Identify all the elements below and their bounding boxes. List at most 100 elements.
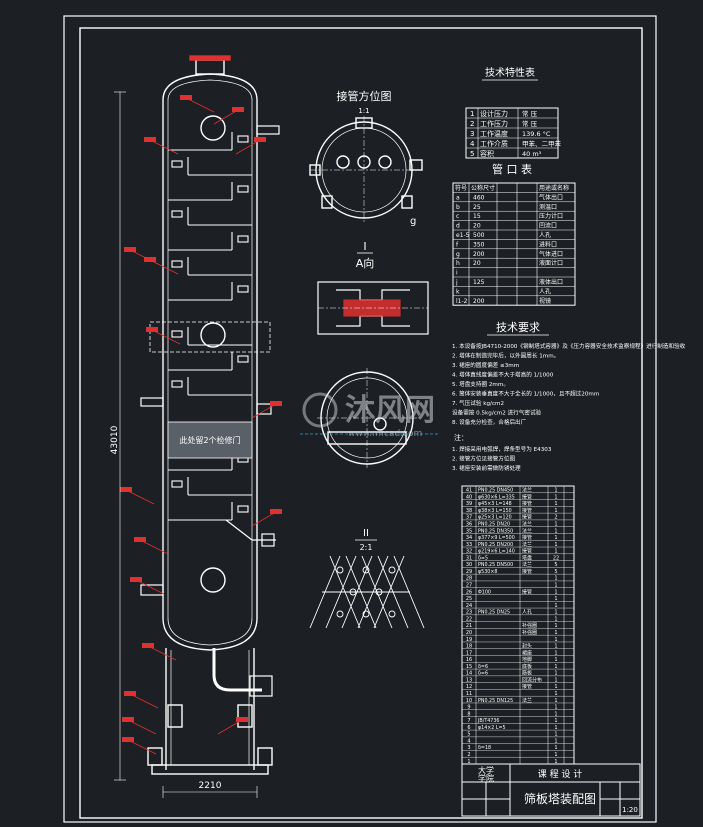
parts-no: 27 [466,583,472,589]
parts-std: PN0.25 DN20 [478,521,510,527]
parts-name: 塔盘 [522,554,532,561]
spec-table-frame [465,107,559,159]
leader-line [149,259,179,275]
section-label: I [363,240,366,253]
spec-name: 设计压力 [480,109,508,118]
parts-name: 法兰 [522,541,532,548]
nozzle-size: 20 [473,223,481,230]
nozzle-use: 人孔 [539,231,551,239]
parts-no: 38 [466,508,472,514]
bottom-detail-view [300,368,440,468]
nozzle-use: 液体出口 [539,278,563,286]
parts-qty: 5 [554,569,557,575]
section-a-view [317,281,429,335]
watermark: 沐风网 www.mfcad.com [302,392,435,439]
tech-req-item: 3. 裙座的圆度偏差 ≤3mm [452,361,519,369]
nozzle-sym: i [456,270,458,277]
tech-note: 3. 裙座安装前需做防锈处理 [452,464,521,472]
parts-std: PN0.25 DN25 [478,610,510,616]
tech-req-item: 1. 本设备按JB4710-2000《钢制塔式容器》及《压力容器安全技术监察规程… [452,342,686,350]
inner-frame [79,27,643,819]
leader-tag [134,537,146,542]
nozzle-header: 用途或名称 [539,184,569,192]
parts-no: 17 [466,650,472,656]
outer-frame [63,15,657,823]
leader-tag [254,137,266,142]
parts-no: 11 [466,691,472,697]
tech-note: 1. 焊接采用电弧焊，焊条型号为 E4303 [452,445,552,453]
parts-no: 24 [466,603,472,609]
leader-line [217,719,243,735]
parts-qty: 1 [554,583,557,589]
parts-no: 10 [466,698,472,704]
parts-no: 36 [466,521,472,527]
parts-no: 30 [466,562,472,568]
packing-section: 此处留2个检修门 [167,421,253,459]
leader-line [139,539,169,555]
parts-no: 32 [466,549,472,555]
parts-name: 接管 [522,514,532,521]
parts-name: 接管 [522,493,532,500]
parts-std: Φ100 [478,589,491,595]
mesh-hole [388,566,396,574]
height-dimension: 43010 [110,425,120,454]
parts-std: δ=18 [478,745,491,751]
tech-req-item: 5. 塔盘支持圈 2mm。 [452,380,509,388]
parts-name: 接管 [522,534,532,541]
parts-no: 39 [466,501,472,507]
parts-no: 23 [466,610,472,616]
parts-qty: 1 [554,705,557,711]
nozzle-sym: f [456,241,459,248]
leader-tag [142,643,154,648]
orientation-mark: g [410,216,416,227]
parts-no: 7 [467,718,470,724]
spec-value: 常 压 [522,109,538,118]
parts-no: 3 [467,745,470,751]
parts-name: 接管 [522,548,532,555]
tray-tag [237,235,249,243]
tech-req-item: 设备需按 0.5kg/cm2 进行气密试验 [452,409,542,417]
parts-qty: 1 [554,718,557,724]
tech-req-title: 技术要求 [496,321,540,334]
tray-tag [171,480,183,488]
nozzle-size: 500 [473,232,485,239]
nozzle-header: 公称尺寸 [471,184,495,192]
parts-no: 12 [466,684,472,690]
leader-line [127,739,157,755]
parts-qty: 1 [554,664,557,670]
watermark-cn: 沐风网 [345,393,435,428]
leader-tag [232,107,244,112]
tray-tag [237,185,249,193]
parts-qty: 1 [554,732,557,738]
parts-qty: 1 [554,508,557,514]
parts-qty: 1 [554,725,557,731]
parts-qty: 1 [554,711,557,717]
nozzle-use: 回流口 [539,222,557,230]
parts-name: 接管 [522,588,532,595]
parts-std: PN0.25 DN450 [478,488,513,494]
leader-tag [130,577,142,582]
title-course: 课 程 设 计 [538,768,583,780]
leader-line [125,489,155,505]
tray-tag [171,330,183,338]
parts-no: 14 [466,671,472,677]
nozzle-sym: c [456,213,459,220]
nozzle-sym: h [456,260,460,267]
leader-tag [144,257,156,262]
leader-tag [122,737,134,742]
parts-qty: 1 [554,528,557,534]
parts-no: 1 [467,759,470,765]
nozzle-sym: k [456,288,460,295]
tray-tag [171,160,183,168]
nozzle-orientation-view [309,116,423,224]
nozzle-size: 200 [473,298,485,305]
parts-no: 37 [466,515,472,521]
title-scale: 1:20 [622,806,638,814]
parts-std: φ630×6 L=335 [478,494,515,500]
parts-std: PN0.25 DN200 [478,542,513,548]
parts-no: 8 [467,711,470,717]
parts-qty: 1 [554,603,557,609]
parts-qty: 1 [554,521,557,527]
